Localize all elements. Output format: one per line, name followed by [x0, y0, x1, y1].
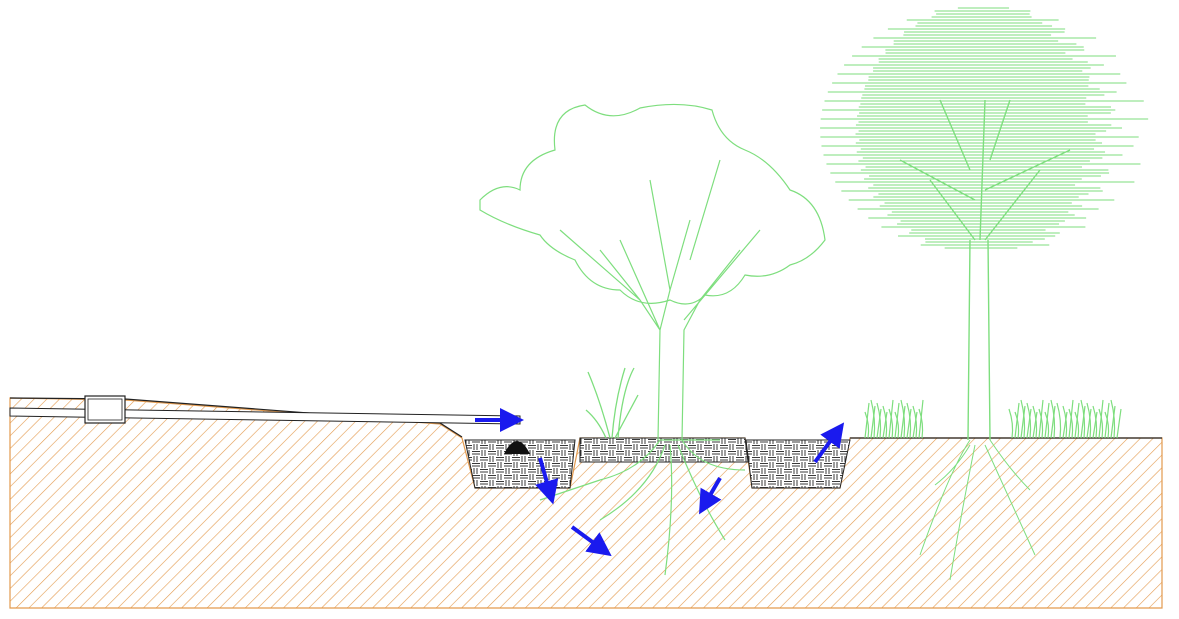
- grass-blade: [888, 399, 894, 439]
- grass-blade: [900, 399, 906, 439]
- ground-surface-line: [9, 397, 1162, 439]
- filter-media-right: [745, 439, 851, 489]
- grass-blade: [882, 405, 888, 439]
- grass-blade: [1098, 399, 1104, 439]
- grass-blade: [1032, 411, 1038, 439]
- grass-blade: [1020, 405, 1026, 439]
- grass-blade: [912, 411, 918, 439]
- grass-blade: [1074, 411, 1080, 439]
- grass-blade: [1050, 405, 1056, 439]
- grass-blade: [1110, 405, 1116, 439]
- water-flow-arrow: [570, 525, 612, 557]
- grass-blade: [912, 405, 918, 439]
- grass-blade: [1020, 399, 1026, 439]
- grass-blade: [1050, 399, 1056, 439]
- tree-icon: [479, 103, 826, 576]
- grass-blade: [1038, 408, 1044, 439]
- water-flow-arrow: [699, 477, 722, 515]
- grass-blade: [1038, 399, 1044, 439]
- grass-blade: [1080, 405, 1086, 439]
- grass-blade: [1092, 405, 1098, 439]
- tree-icon: [820, 7, 1149, 581]
- grass-blade: [894, 411, 900, 439]
- plant-icon: [585, 367, 639, 439]
- grass-blade: [1014, 411, 1020, 439]
- grass-blade: [918, 399, 924, 439]
- grass-blade: [906, 402, 912, 439]
- grass-blade: [1056, 402, 1062, 439]
- grass-blade: [906, 408, 912, 439]
- grass-blade: [1044, 411, 1050, 439]
- water-flow-arrow: [535, 457, 559, 505]
- water-flow-arrows: [475, 408, 845, 557]
- grass-blade: [1026, 402, 1032, 439]
- grass-blade: [1086, 402, 1092, 439]
- stone-pile: [504, 441, 530, 454]
- grass-blade: [1104, 411, 1110, 439]
- grass-blade: [1092, 411, 1098, 439]
- grass-blade: [1062, 411, 1068, 439]
- grass-blade: [870, 405, 876, 439]
- grass-blade: [876, 402, 882, 439]
- grass-blade: [1116, 408, 1122, 439]
- grass-blade: [1080, 399, 1086, 439]
- grass-blade: [1008, 408, 1014, 439]
- filter-media-left: [464, 439, 576, 489]
- grass-blade: [1032, 405, 1038, 439]
- grass-blade: [1086, 408, 1092, 439]
- grass-blade: [1062, 405, 1068, 439]
- filter-media-center: [579, 437, 749, 463]
- grass-blade: [900, 405, 906, 439]
- grass-tuft-icon: [864, 399, 1122, 439]
- grass-blade: [1026, 408, 1032, 439]
- grass-blade: [888, 408, 894, 439]
- grass-blade: [876, 408, 882, 439]
- water-flow-arrow: [813, 422, 845, 464]
- grass-blade: [1068, 399, 1074, 439]
- grass-blade: [1110, 399, 1116, 439]
- grass-blade: [918, 408, 924, 439]
- grass-blade: [864, 411, 870, 439]
- grass-blade: [882, 411, 888, 439]
- grass-blade: [870, 399, 876, 439]
- grass-blade: [1068, 408, 1074, 439]
- grass-blade: [1098, 408, 1104, 439]
